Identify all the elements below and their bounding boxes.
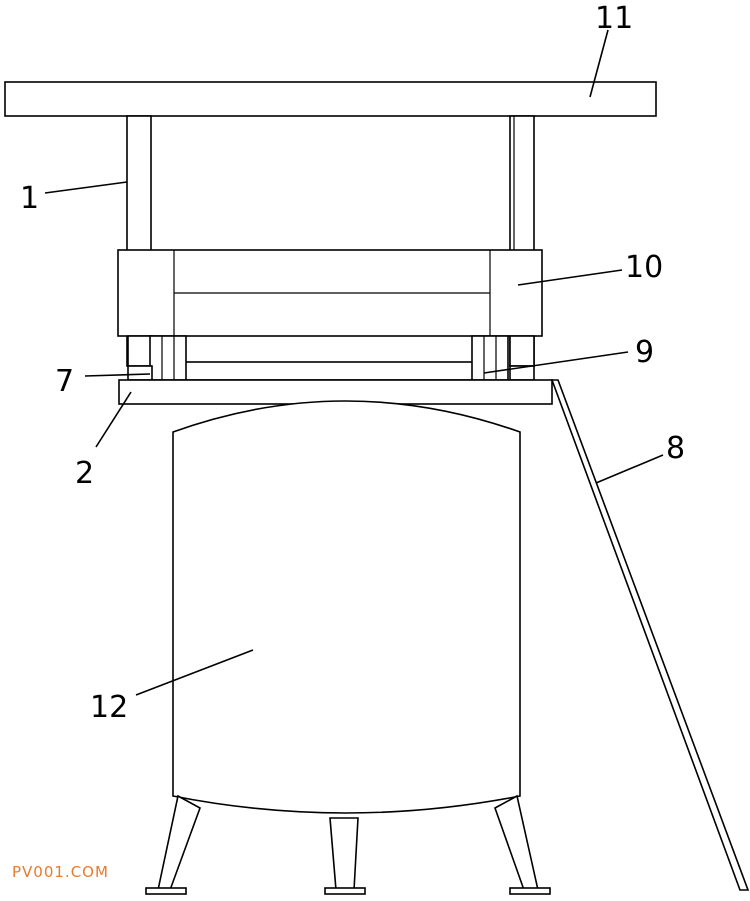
left-pin-stack [127,335,153,367]
label-1: 1 [20,181,39,216]
leader-7 [84,373,151,377]
leader-9 [483,351,629,374]
right-pin [471,335,509,381]
tank [172,400,521,814]
left-pin [149,335,187,381]
tank-leg-middle [329,817,359,891]
leader-2 [95,391,132,448]
watermark-text: PV001.COM [12,863,109,881]
tank-leg-right [494,794,539,891]
label-10: 10 [625,250,663,285]
right-pin-stack [509,335,535,367]
label-12: 12 [90,690,128,725]
middle-plate [174,361,476,381]
tank-leg-left [157,794,201,891]
inclined-rod [550,379,750,891]
leader-11 [589,29,609,98]
label-11: 11 [595,1,633,36]
label-2: 2 [75,456,94,491]
label-9: 9 [635,335,654,370]
leader-12 [135,649,254,696]
leader-8 [595,454,664,484]
leader-10 [517,269,623,286]
leader-1 [44,181,128,194]
label-7: 7 [55,364,74,399]
top-plate [4,81,657,117]
label-8: 8 [666,431,685,466]
base-plate [118,379,553,405]
